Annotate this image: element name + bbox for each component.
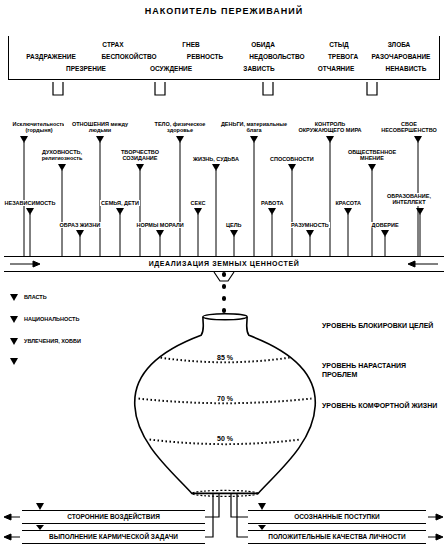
level-percent: 85 % — [215, 354, 235, 362]
band-text: ИДЕАЛИЗАЦИЯ ЗЕМНЫХ ЦЕННОСТЕЙ — [149, 260, 300, 268]
level-label: УРОВЕНЬ БЛОКИРОВКИ ЦЕЛЕЙ — [322, 322, 433, 331]
value-label: ДЕНЬГИ, материальные блага — [218, 121, 290, 134]
emotion-word: СТЫД — [329, 41, 349, 48]
value-label: ТВОРЧЕСТВО СОЗИДАНИЕ — [104, 149, 176, 162]
value-band: ИДЕАЛИЗАЦИЯ ЗЕМНЫХ ЦЕННОСТЕЙ — [4, 256, 444, 272]
level-label: УРОВЕНЬ КОМФОРТНОЙ ЖИЗНИ — [322, 402, 437, 411]
vessel-outline — [133, 313, 317, 499]
band-text: СТОРОННИЕ ВОЗДЕЙСТВИЯ — [67, 513, 160, 520]
emotion-word: РАЗОЧАРОВАНИЕ — [372, 53, 431, 60]
emotion-word: ПРЕЗРЕНИЕ — [66, 65, 106, 72]
emotion-word: НЕДОВОЛЬСТВО — [249, 53, 304, 60]
diagram-title: НАКОПИТЕЛЬ ПЕРЕЖИВАНИЙ — [0, 6, 448, 16]
value-label: НОРМЫ МОРАЛИ — [136, 222, 185, 228]
emotion-container: СТРАХ ГНЕВ ОБИДА СТЫД ЗЛОБА РАЗДРАЖЕНИЕ БЕСПОК… — [8, 36, 440, 80]
emotion-word: ГНЕВ — [182, 41, 199, 48]
value-label: КОНТРОЛЬ ОКРУЖАЮЩЕГО МИРА — [294, 121, 366, 134]
band-text: ВЫПОЛНЕНИЕ КАРМИЧЕСКОЙ ЗАДАЧИ — [49, 533, 178, 540]
value-label: ДОВЕРИЕ — [371, 222, 400, 228]
emotion-word: ЗЛОБА — [388, 41, 411, 48]
value-label: ТЕЛО, физическое здоровье — [144, 121, 216, 134]
emotion-word: ОСУЖДЕНИЕ — [150, 65, 192, 72]
value-valves — [10, 136, 424, 345]
level-percent: 50 % — [215, 436, 235, 444]
outlet-channel: ВЫПОЛНЕНИЕ КАРМИЧЕСКОЙ ЗАДАЧИ — [22, 530, 205, 544]
value-label: ЖИЗНЬ, СУДЬБА — [192, 156, 240, 162]
emotion-word: ОБИДА — [251, 41, 275, 48]
emotion-word: РАЗДРАЖЕНИЕ — [26, 53, 76, 60]
emotion-word: СТРАХ — [102, 41, 123, 48]
flow-arrows — [4, 261, 443, 540]
outlet-pipe — [231, 493, 248, 517]
outlet-pipe — [205, 493, 213, 537]
value-label: ОБРАЗОВАНИЕ, ИНТЕЛЛЕКТ — [373, 193, 445, 206]
emotion-word: ЗАВИСТЬ — [243, 65, 274, 72]
emotion-word: РЕВНОСТЬ — [187, 53, 223, 60]
drain-pipes — [53, 82, 377, 95]
value-label: ОБРАЗ ЖИЗНИ — [59, 222, 102, 228]
drip-flow — [222, 272, 226, 313]
side-value-label: ВЛАСТЬ — [24, 294, 47, 300]
outlet-channel: ОСОЗНАННЫЕ ПОСТУПКИ — [248, 510, 426, 524]
value-label: НЕЗАВИСИМОСТЬ — [4, 200, 57, 206]
value-label: КРАСОТА — [335, 200, 362, 206]
value-label: ОБЩЕСТВЕННОЕ МНЕНИЕ — [336, 149, 408, 162]
outlet-channel: СТОРОННИЕ ВОЗДЕЙСТВИЯ — [22, 510, 205, 524]
band-text: ПОЛОЖИТЕЛЬНЫЕ КАЧЕСТВА ЛИЧНОСТИ — [268, 533, 406, 540]
outlet-channel: ПОЛОЖИТЕЛЬНЫЕ КАЧЕСТВА ЛИЧНОСТИ — [248, 530, 426, 544]
emotion-word: БЕСПОКОЙСТВО — [101, 53, 156, 60]
level-label: УРОВЕНЬ НАРАСТАНИЯ ПРОБЛЕМ — [322, 362, 442, 380]
value-label: СЕКС — [190, 200, 207, 206]
value-label: ДУХОВНОСТЬ, религиозность — [26, 149, 98, 162]
emotion-word: НЕНАВИСТЬ — [386, 65, 427, 72]
outlet-pipe — [237, 493, 248, 537]
value-label: ЦЕЛЬ — [225, 222, 243, 228]
value-label: ОТНОШЕНИЯ между людьми — [64, 121, 136, 134]
value-label: РАЗУМНОСТЬ — [290, 222, 330, 228]
level-percent: 70 % — [215, 395, 235, 403]
outlet-pipe — [205, 493, 219, 517]
side-value-label: УВЛЕЧЕНИЯ, ХОББИ — [24, 338, 81, 344]
value-label: СВОЕ НЕСОВЕРШЕНСТВО — [373, 121, 445, 134]
value-label: СПОСОБНОСТИ — [269, 156, 315, 162]
vessel: 85 % 70 % 50 % — [133, 313, 317, 499]
emotion-word: ТРЕВОГА — [328, 53, 358, 60]
side-value-label: НАЦИОНАЛЬНОСТЬ — [24, 316, 79, 322]
value-label: РАБОТА — [260, 200, 284, 206]
value-label: СЕМЬЯ, ДЕТИ — [100, 200, 140, 206]
band-text: ОСОЗНАННЫЕ ПОСТУПКИ — [294, 513, 380, 520]
emotion-word: ОТЧАЯНИЕ — [318, 65, 355, 72]
